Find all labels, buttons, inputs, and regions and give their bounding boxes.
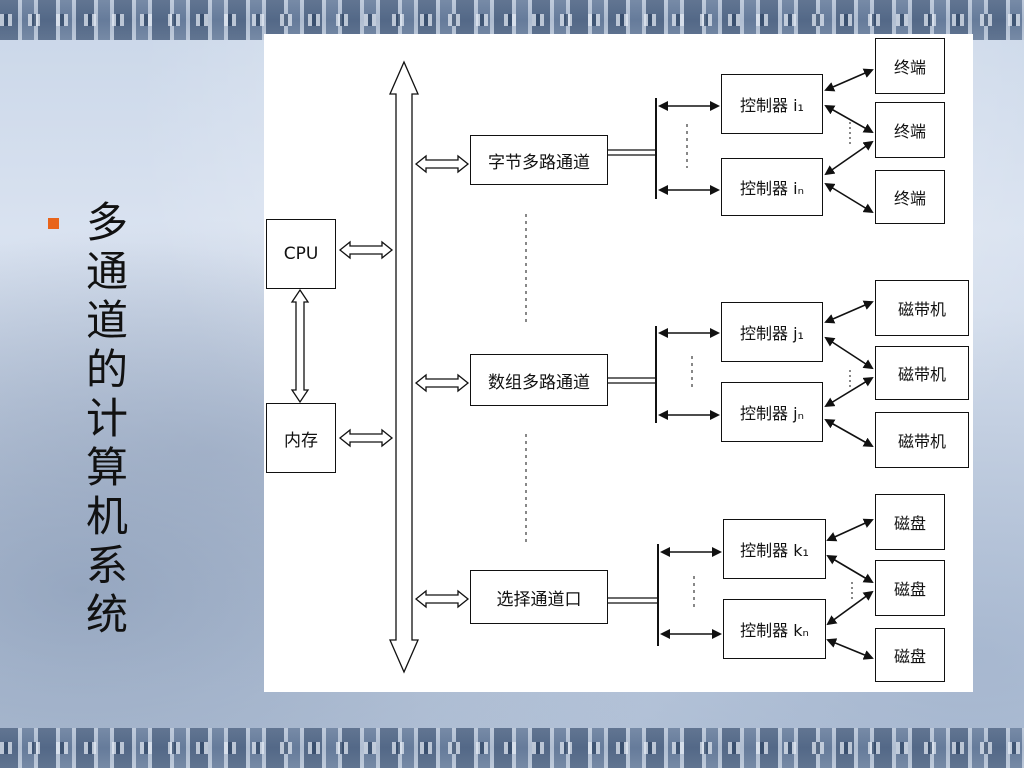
bullet-square-icon xyxy=(48,218,59,229)
disk-box: 磁盘 xyxy=(875,628,945,682)
terminal-box: 终端 xyxy=(875,38,945,94)
tape-drive-box: 磁带机 xyxy=(875,346,969,400)
bus-block-channel-arrow xyxy=(414,373,470,393)
diagram-panel: CPU 内存 字节多路通道 数组多路通道 选择通道口 控制器 i₁ 控制器 iₙ… xyxy=(264,34,973,692)
controller-k1-box: 控制器 k₁ xyxy=(723,519,826,579)
top-decorative-border xyxy=(0,0,1024,40)
memory-bus-arrow xyxy=(338,428,394,448)
controller-in-box: 控制器 iₙ xyxy=(721,158,823,216)
diagram-connectors xyxy=(290,60,874,674)
cpu-box: CPU xyxy=(266,219,336,289)
slide-title: 多通道的计算机系统 xyxy=(85,198,128,639)
bus-byte-channel-arrow xyxy=(414,154,470,174)
block-multiplexer-channel-box: 数组多路通道 xyxy=(470,354,608,406)
memory-box: 内存 xyxy=(266,403,336,473)
selector-channel-box: 选择通道口 xyxy=(470,570,608,624)
terminal-box: 终端 xyxy=(875,170,945,224)
bottom-decorative-border xyxy=(0,728,1024,768)
controller-jn-box: 控制器 jₙ xyxy=(721,382,823,442)
cpu-memory-arrow xyxy=(290,288,310,404)
tape-drive-box: 磁带机 xyxy=(875,280,969,336)
controller-kn-box: 控制器 kₙ xyxy=(723,599,826,659)
cpu-bus-arrow xyxy=(338,240,394,260)
bus-selector-channel-arrow xyxy=(414,589,470,609)
disk-box: 磁盘 xyxy=(875,494,945,550)
disk-box: 磁盘 xyxy=(875,560,945,616)
terminal-box: 终端 xyxy=(875,102,945,158)
tape-drive-box: 磁带机 xyxy=(875,412,969,468)
system-bus-arrow xyxy=(389,60,419,674)
controller-i1-box: 控制器 i₁ xyxy=(721,74,823,134)
byte-multiplexer-channel-box: 字节多路通道 xyxy=(470,135,608,185)
controller-j1-box: 控制器 j₁ xyxy=(721,302,823,362)
